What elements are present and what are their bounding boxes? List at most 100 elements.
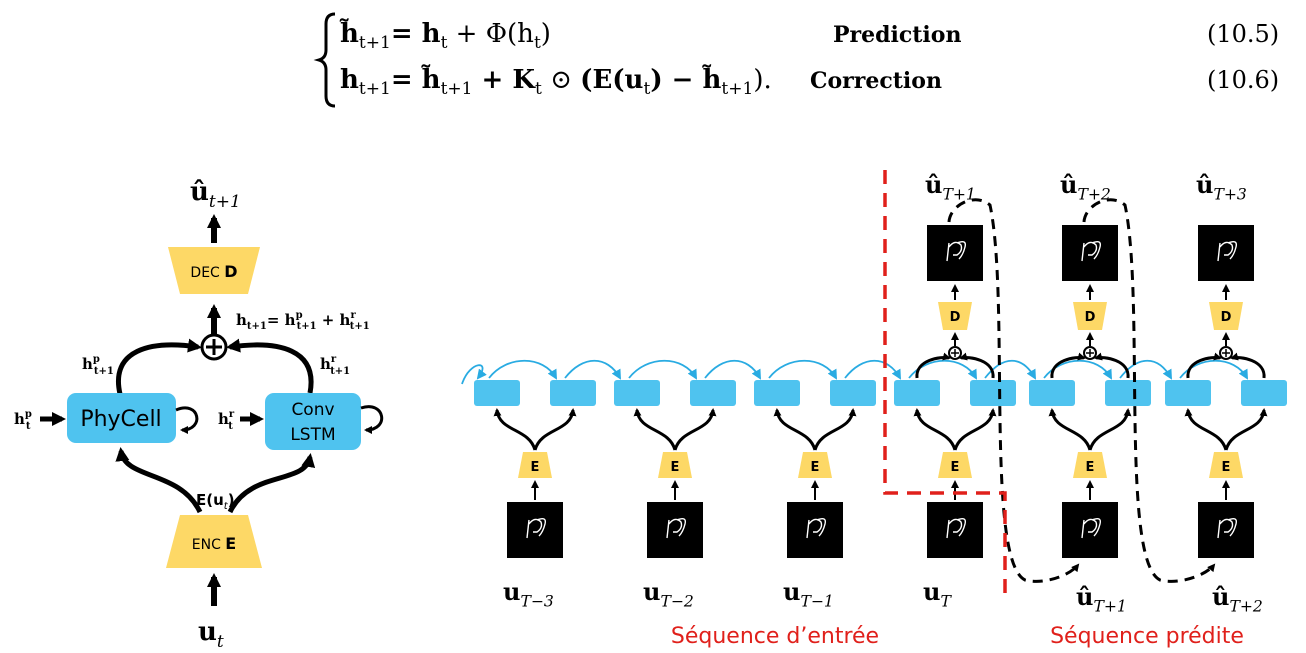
encoder-label: E [811,460,820,475]
encoder-to-phycell-arrow [115,447,203,514]
output-frame-digit [946,240,967,262]
convlstm-block [265,393,361,450]
decoder-label: D [950,310,961,325]
decoder-block [1073,302,1107,330]
cell-to-sum-left [915,352,951,379]
decoder-label: DEC D [190,262,237,281]
encoder-label: E [671,460,680,475]
output-frame-digit [1217,240,1238,262]
encoder-branch-right [953,408,997,451]
encoder-branch-right [1088,408,1132,451]
encoder-label: E [951,460,960,475]
decoder-block [168,247,260,294]
latent-cell [1241,380,1287,406]
decoder-label: D [1221,310,1232,325]
input-label: uT−3 [503,577,554,611]
latent-cell [474,380,520,406]
input-frame-digit [806,517,827,539]
encoder-branch-right [813,408,857,451]
encoder-label: E [1086,460,1095,475]
output-label: ûT+1 [925,170,976,204]
encoded-input-label: E(ut) [196,491,235,512]
equation-prediction: h̃t+1= ht + Φ(ht) [339,18,551,53]
recurrent-arrow [908,359,977,380]
latent-cell [894,380,940,406]
input-frame-digit [526,517,547,539]
encoder-block [798,452,832,478]
input-frame-digit [666,517,687,539]
input-frame-digit [1217,517,1238,539]
encoder-branch-left [1184,408,1228,451]
encoder-label: ENC E [192,534,236,553]
equation-correction: ht+1= h̃t+1 + Kt ⊙ (E(ut) − h̃t+1). [340,64,772,99]
convlstm-label-1: Conv [291,400,334,420]
input-frame [927,502,983,558]
input-sequence-label: Séquence d’entrée [671,624,879,649]
predicted-sequence-label: Séquence prédite [1050,624,1244,649]
latent-cell [970,380,1016,406]
encoder-to-convlstm-arrow [227,453,316,514]
latent-cell [550,380,596,406]
cell-input-label: ut [198,617,224,652]
input-frame-digit [1081,517,1102,539]
encoder-block [1209,452,1243,478]
encoder-branch-left [913,408,957,451]
latent-cell [614,380,660,406]
encoder-block [166,515,262,568]
recurrent-arrow [844,360,901,380]
input-frame [507,502,563,558]
latent-cell [1165,380,1211,406]
input-label: uT−2 [643,577,694,611]
recurrent-arrow [628,359,697,380]
equation-correction-number: (10.6) [1207,66,1279,94]
recurrent-arrow [768,359,837,380]
latent-cell [754,380,800,406]
encoder-branch-left [773,408,817,451]
output-frame [1198,225,1254,281]
encoder-branch-left [633,408,677,451]
encoder-block [1073,452,1107,478]
phycell-block [67,393,176,443]
input-frame [1062,502,1118,558]
cell-to-sum-right [1230,352,1266,379]
phycell-to-sum-arrow [116,338,202,395]
cell-to-sum-left [1186,352,1222,379]
input-frame-digit [946,517,967,539]
encoder-branch-right [533,408,577,451]
latent-cell [690,380,736,406]
equation-prediction-name: Prediction [833,22,961,48]
sequence-split-marker [883,170,1007,600]
recurrent-arrow [984,360,1036,380]
feedback-dashed-arrow [1082,198,1216,583]
decoder-block [938,302,972,330]
output-label: ûT+3 [1196,170,1247,204]
cell-to-sum-left [1050,352,1086,379]
cell-to-sum-right [1094,352,1130,379]
recurrent-arrow [564,360,621,380]
output-frame-digit [1081,240,1102,262]
fedback-label: ûT+2 [1212,582,1263,616]
recurrent-arrow-in [461,364,487,385]
recurrent-arrow [1119,360,1172,380]
recurrent-arrow [1179,359,1248,380]
input-frame [1198,502,1254,558]
decoder-label: D [1085,310,1096,325]
cell-to-sum-right [959,352,995,379]
equation-brace [313,12,336,108]
equation-correction-name: Correction [810,68,942,94]
input-frame [647,502,703,558]
encoder-branch-left [493,408,537,451]
equation-block: h̃t+1= ht + Φ(ht) Prediction (10.5) ht+1… [313,12,1279,108]
encoder-branch-left [1048,408,1092,451]
convlstm-label-2: LSTM [290,425,335,445]
decoder-block [1209,302,1243,330]
input-label: uT [923,577,952,611]
input-label: uT−1 [783,577,834,611]
